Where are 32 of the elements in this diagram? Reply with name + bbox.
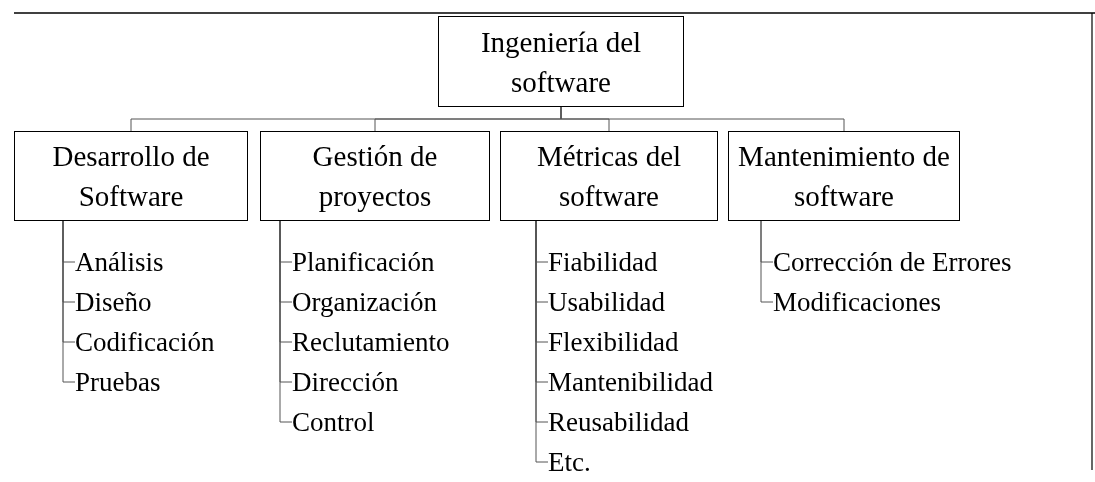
list-item: Flexibilidad	[548, 324, 679, 360]
root-box	[438, 16, 684, 107]
category-box	[260, 131, 490, 221]
list-item: Etc.	[548, 444, 591, 480]
category-box	[500, 131, 718, 221]
box-label: Mantenimiento de software	[737, 139, 951, 214]
list-item: Reclutamiento	[292, 324, 450, 360]
list-item: Análisis	[75, 244, 164, 280]
box-label: Desarrollo de Software	[51, 139, 211, 214]
list-item: Corrección de Errores	[773, 244, 1012, 280]
list-item: Codificación	[75, 324, 215, 360]
list-item: Usabilidad	[548, 284, 665, 320]
list-item: Diseño	[75, 284, 152, 320]
box-label: Ingeniería del software	[479, 24, 643, 100]
list-item: Modificaciones	[773, 284, 941, 320]
box-label: Gestión de proyectos	[311, 139, 439, 214]
list-item: Pruebas	[75, 364, 161, 400]
connector-line	[560, 106, 845, 132]
category-box	[14, 131, 248, 221]
box-label: Métricas del software	[535, 139, 683, 214]
list-item: Mantenibilidad	[548, 364, 713, 400]
list-item: Control	[292, 404, 375, 440]
connector-line	[760, 220, 774, 303]
list-item: Planificación	[292, 244, 435, 280]
connector-line	[279, 220, 293, 423]
list-item: Reusabilidad	[548, 404, 689, 440]
category-box	[728, 131, 960, 221]
connector-line	[535, 220, 549, 463]
list-item: Fiabilidad	[548, 244, 658, 280]
connector-line	[62, 220, 76, 383]
list-item: Organización	[292, 284, 437, 320]
list-item: Dirección	[292, 364, 399, 400]
